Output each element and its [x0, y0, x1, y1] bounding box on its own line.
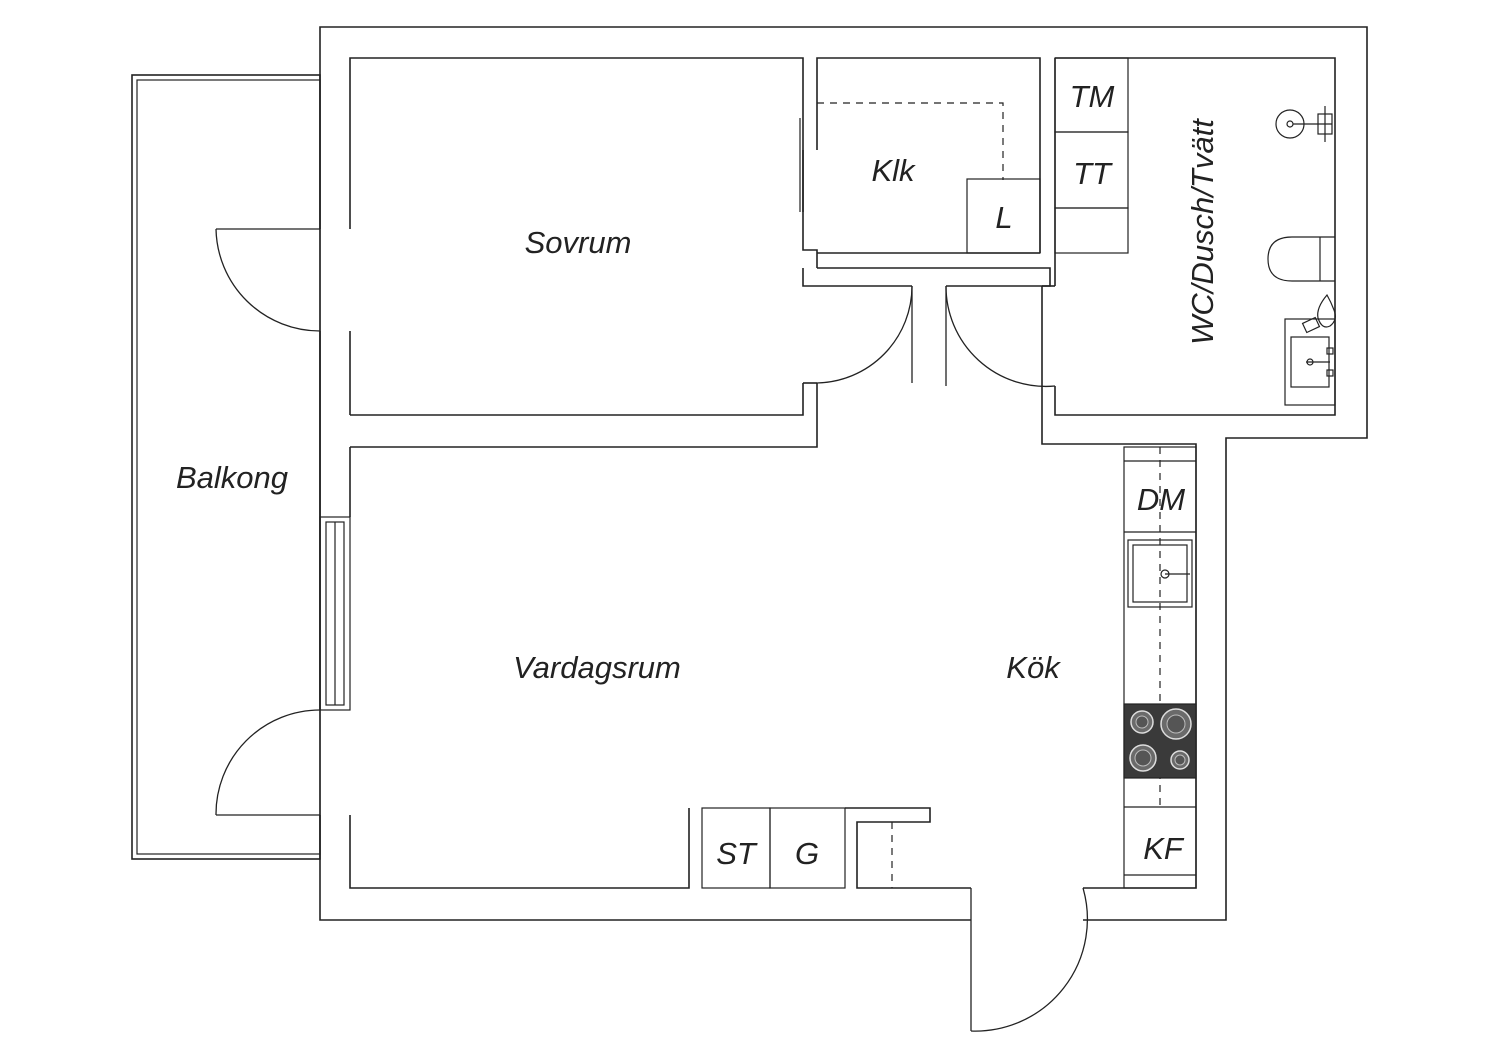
kitchen-counter — [1123, 446, 1197, 889]
shower-icon — [1275, 106, 1333, 142]
entrance-door — [970, 887, 1089, 1032]
fixture-label-l: L — [995, 200, 1012, 235]
room-label-klk: Klk — [871, 153, 916, 188]
bedroom-door — [816, 285, 913, 384]
fixture-label-g: G — [795, 836, 819, 871]
fixture-label-tm: TM — [1070, 79, 1115, 114]
room-label-balkong: Balkong — [176, 460, 288, 495]
sink-icon — [1284, 318, 1336, 406]
room-label-sovrum: Sovrum — [525, 225, 632, 260]
window — [319, 516, 351, 711]
soap-dispenser-icon — [1301, 293, 1336, 334]
kitchen-sink-icon — [1127, 539, 1193, 608]
fixture-label-kf: KF — [1143, 831, 1185, 866]
interior-walls — [350, 58, 1056, 448]
bathroom-door — [945, 285, 1056, 388]
fixture-label-dm: DM — [1137, 482, 1185, 517]
balcony-door-upper — [215, 228, 321, 332]
hall-cabinets — [701, 807, 893, 889]
toilet-icon — [1267, 236, 1335, 282]
doors — [215, 228, 1089, 1032]
closet-area — [817, 102, 1041, 254]
fixture-label-st: ST — [716, 836, 758, 871]
balcony-door-lower — [215, 709, 321, 816]
bathroom-fixtures — [1054, 57, 1336, 406]
linen-cabinet — [966, 178, 1041, 254]
fixture-label-tt: TT — [1073, 156, 1113, 191]
stove-icon — [1123, 703, 1197, 779]
room-label-kok: Kök — [1006, 650, 1061, 685]
labels: Sovrum Klk WC/Dusch/Tvätt Balkong Vardag… — [176, 79, 1220, 871]
room-label-vardagsrum: Vardagsrum — [513, 650, 681, 685]
room-label-wc: WC/Dusch/Tvätt — [1185, 118, 1220, 345]
